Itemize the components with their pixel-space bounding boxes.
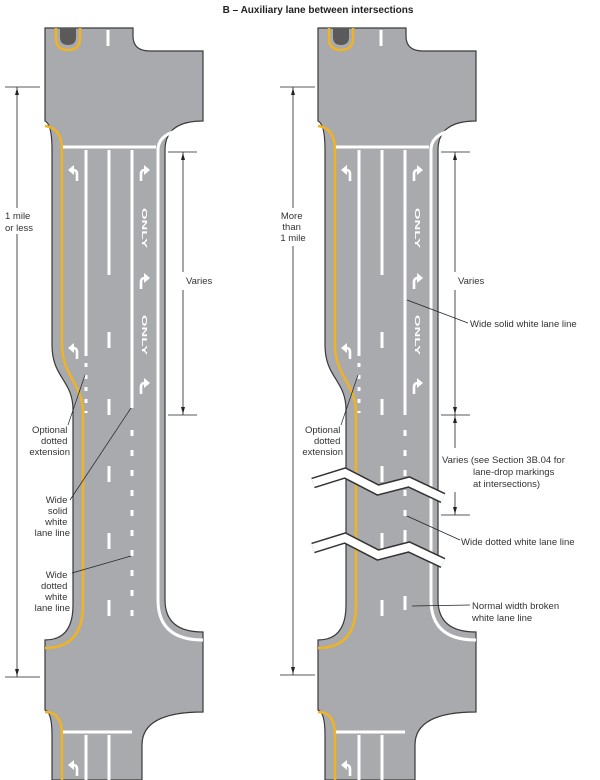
optional-dotted-extension-label: Optional dotted extension	[302, 425, 343, 458]
diagram-title: B – Auxiliary lane between intersections	[223, 5, 414, 16]
wide-solid-line-label: Wide solid white lane line	[35, 495, 70, 539]
distance-label: 1 mile or less	[5, 211, 33, 234]
wide-dotted-line-label: Wide dotted white lane line	[35, 570, 70, 614]
wide-dotted-line-label: Wide dotted white lane line	[461, 537, 575, 548]
wide-solid-line-label: Wide solid white lane line	[470, 319, 577, 330]
optional-dotted-extension-label: Optional dotted extension	[29, 425, 70, 458]
only-marking: ONLY	[140, 315, 148, 355]
only-marking: ONLY	[413, 208, 421, 248]
road-right	[318, 28, 476, 780]
left-panel: ONLY ONLY 1 mile or less Varies Optional…	[5, 28, 212, 780]
distance-label: More than 1 mile	[280, 211, 305, 244]
varies-note-label: Varies (see Section 3B.04 for lane-drop …	[442, 455, 568, 490]
road-left	[45, 28, 203, 780]
varies-label: Varies	[186, 276, 212, 287]
varies-label: Varies	[458, 276, 484, 287]
normal-broken-line-label: Normal width broken white lane line	[471, 601, 562, 624]
right-panel: ONLY ONLY More than 1 mile Varies Wide s…	[280, 28, 577, 780]
only-marking: ONLY	[413, 315, 421, 355]
only-marking: ONLY	[140, 208, 148, 248]
